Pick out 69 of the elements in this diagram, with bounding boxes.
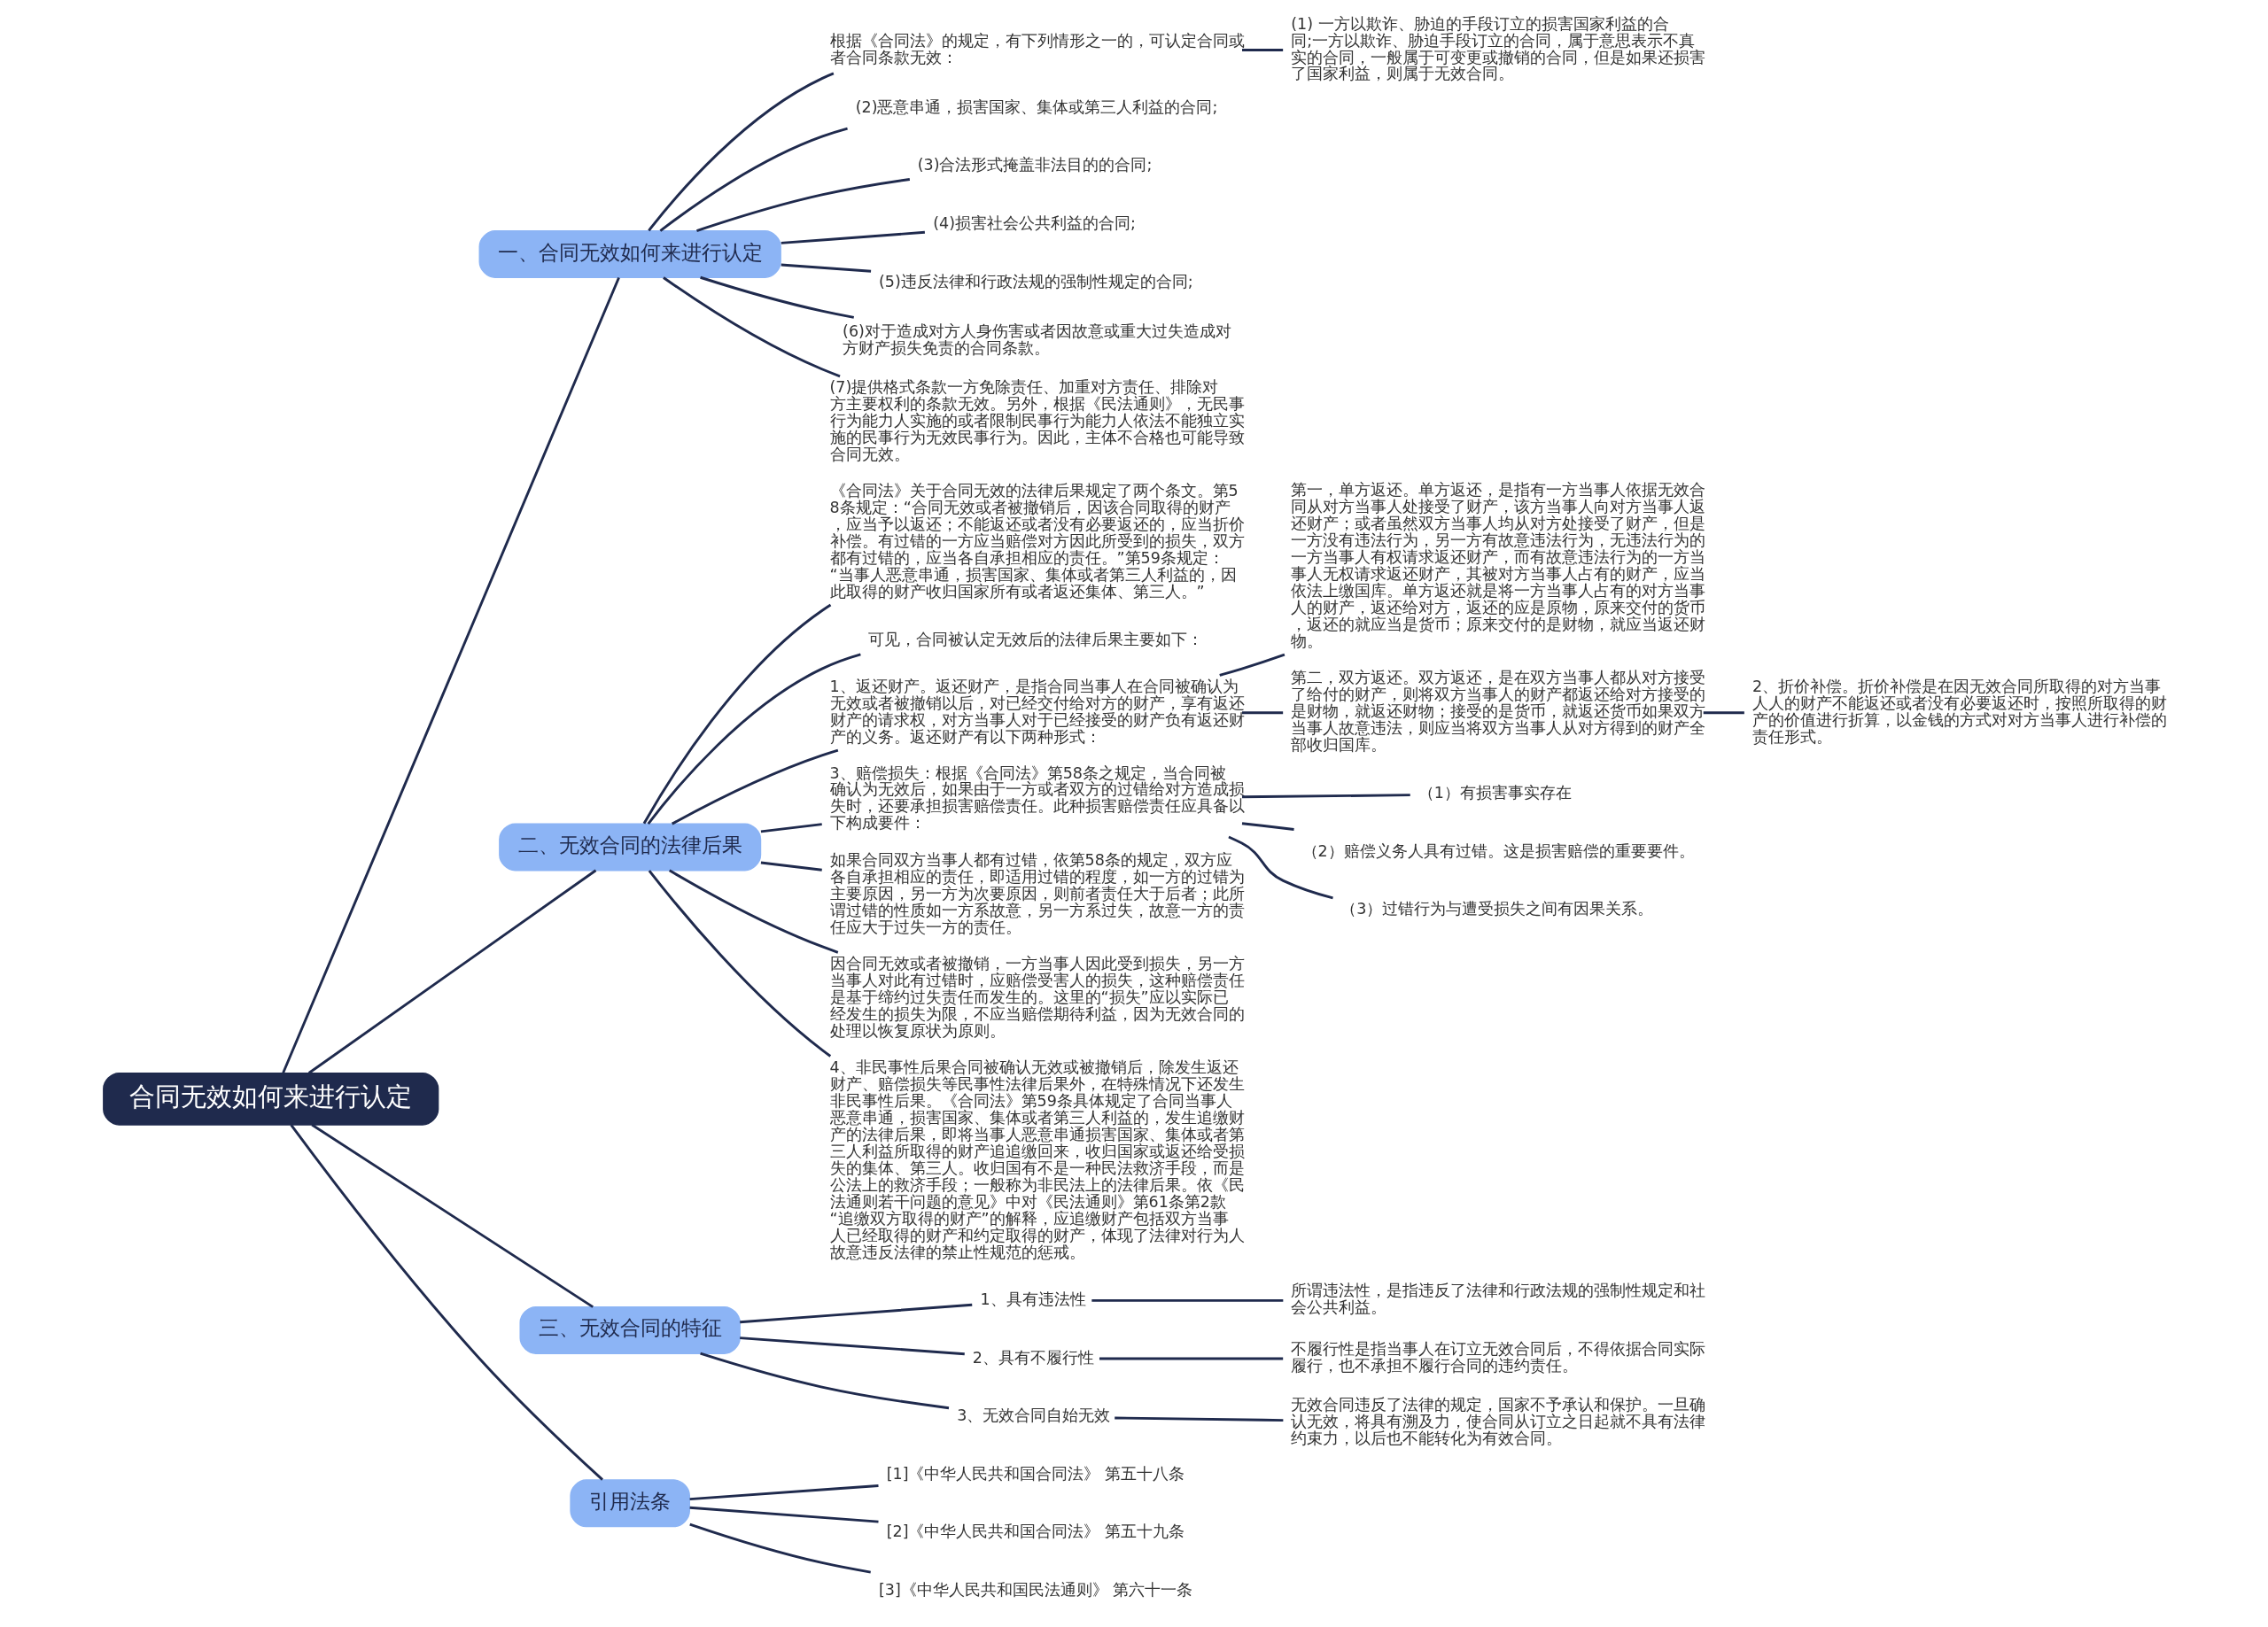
connector [781,263,872,273]
connector [307,869,597,1074]
connector [1242,49,1284,51]
node-text: 1、返还财产。返还财产，是指合同当事人在合同被确认为无效或者被撤销以后，对已经交付给对方的财产，享有返还财产的请求权，对方当事人对于已经接受的财产负有返还财产的义务。返还财产有以下两种形式： [829,677,1245,746]
node-text: (4)损害社会公共利益的合同; [933,213,1136,232]
connector [1091,1298,1284,1302]
node-box: 三、无效合同的特征 [519,1305,741,1354]
node-text: 《合同法》关于合同无效的法律后果规定了两个条文。第58条规定：“合同无效或者被撤销后，因该合同取得的财产，应当予以返还；不能返还或者没有必要返还的，应当折价补偿。有过错的一方应当赔偿对方因此所受到的损失，双方都有过错的，应当各自承担相应的责任。”第59条规定：“当事人恶意串通，损害国家、集体或者第三人利益的，因此取得的财产收归国家所有或者返还集体、第三人。” [829,481,1245,600]
connector [781,230,925,244]
node-text: 无效合同违反了法律的规定，国家不予承认和保护。一旦确认无效，将具有溯及力，使合同从订立之日起就不具有法律约束力，以后也不能转化为有效合同。 [1291,1396,1706,1448]
connector [647,653,861,825]
node-text: 因合同无效或者被撤销，一方当事人因此受到损失，另一方当事人对此有过错时，应赔偿受害人的损失，这种赔偿责任是基于缔约过失责任而发生的。这里的“损失”应以实际已经发生的损失为限，不应当赔偿期待利益，因为无效合同的处理以恢复原状为原则。 [829,954,1245,1040]
connector [689,1484,879,1501]
connector [311,1123,594,1308]
node-text: (5)违反法律和行政法规的强制性规定的合同; [878,272,1193,291]
node-text: (2)恶意串通，损害国家、集体或第三人利益的合同; [855,97,1218,116]
node-text: 所谓违法性，是指违反了法律和行政法规的强制性规定和社会公共利益。 [1291,1282,1706,1317]
node-text: 不履行性是指当事人在订立无效合同后，不得依据合同实际履行，也不承担不履行合同的违约责任。 [1291,1340,1706,1375]
connector [760,823,822,833]
node-text: 2、具有不履行性 [972,1348,1094,1367]
connector [290,1124,603,1481]
connector [648,72,835,232]
connector [668,869,839,954]
node-text: （1）有损害事实存在 [1418,784,1573,802]
node-text: [2]《中华人民共和国合同法》 第五十九条 [886,1522,1185,1541]
node-text: （2）赔偿义务人具有过错。这是损害赔偿的重要要件。 [1301,841,1695,860]
connector [648,870,832,1058]
connector [1242,794,1410,799]
node-box: 合同无效如何来进行认定 [103,1072,439,1126]
node-box: 二、无效合同的法律后果 [499,823,762,872]
connector [1219,653,1285,677]
node-text: [1]《中华人民共和国合同法》 第五十八条 [886,1464,1185,1483]
connector [1241,822,1294,831]
node-text: 根据《合同法》的规定，有下列情形之一的，可认定合同或者合同条款无效： [829,31,1245,66]
node-box: 一、合同无效如何来进行认定 [478,229,781,278]
node-text: 4、非民事性后果合同被确认无效或被撤销后，除发生返还财产、赔偿损失等民事性法律后果外，在特殊情况下还发生非民事性后果。《合同法》第59条具体规定了合同当事人恶意串通，损害国家、集体或者第三人利益的，发生追缴财产的法律后果，即将当事人恶意串通损害国家、集体或者第三人利益所取得的财产追追缴回来，收归国家或返还给受损失的集体、第三人。收归国有不是一种民法救济手段，而是公法上的救济手段；一般称为非民法上的法律后果。依《民法通则若干问题的意见》中对《民法通则》第61条第2款“追缴双方取得的财产”的解释，应追缴财产包括双方当事人已经取得的财产和约定取得的财产，体现了法律对行为人故意违反法律的禁止性规范的惩戒。 [829,1058,1245,1261]
node-text: 3、赔偿损失：根据《合同法》第58条之规定，当合同被确认为无效后，如果由于一方或者双方的过错给对方造成损失时，还要承担损害赔偿责任。此种损害赔偿责任应具备以下构成要件： [829,763,1245,833]
node-text: (3)合法形式掩盖非法目的的合同; [917,156,1153,174]
connector [700,275,854,319]
node-text: (1) 一方以欺诈、胁迫的手段订立的损害国家利益的合同;一方以欺诈、胁迫手段订立的合同，属于意思表示不真实的合同，一般属于可变更或撤销的合同，但是如果还损害了国家利益，则属于无效合同。 [1291,14,1706,83]
node-text: 可见，合同被认定无效后的法律后果主要如下： [868,630,1204,648]
node-text: （3）过错行为与遭受损失之间有因果关系。 [1340,900,1654,918]
connector [1242,711,1284,715]
connector [689,1522,871,1574]
node-text: (6)对于造成对方人身伤害或者因故意或重大过失造成对方财产损失免责的合同条款。 [843,322,1231,357]
connector [642,603,832,825]
node-text: 第一，单方返还。单方返还，是指有一方当事人依据无效合同从对方当事人处接受了财产，该方当事人向对方当事人返还财产；或者虽然双方当事人均从对方处接受了财产，但是一方没有违法行为，另一方有故意违法行为，无违法行为的一方当事人有权请求返还财产，而有故意违法行为的一方当事人无权请求返还财产，其被对方当事人占有的财产，应当依法上缴国库。单方返还就是将一方当事人占有的对方当事人的财产，返还给对方，返还的应是原物，原来交付的货币，返还的就应当是货币；原来交付的是财物，就应当返还财物。 [1291,481,1706,650]
node-text: 1、具有违法性 [980,1290,1086,1308]
connector [689,1506,879,1523]
connector [659,127,848,232]
connector [671,748,839,825]
node-box: 引用法条 [570,1479,690,1528]
node-text: 如果合同双方当事人都有过错，依第58条的规定，双方应各自承担相应的责任，即适用过错的程度，如一方的过错为主要原因，另一方为次要原因，则前者责任大于后者；此所谓过错的性质如一方系故意，另一方系过失，故意一方的责任应大于过失一方的责任。 [829,850,1245,936]
connector [1228,835,1333,900]
connector [760,861,822,872]
connector [1115,1416,1284,1422]
connector [740,1336,965,1356]
connector [282,276,620,1073]
node-text: [3]《中华人民共和国民法通则》 第六十一条 [878,1581,1193,1600]
connector [663,276,841,378]
connector [700,1352,950,1410]
node-text: 2、折价补偿。折价补偿是在因无效合同所取得的对方当事人人的财产不能返还或者没有必要返还时，按照所取得的财产的价值进行折算，以金钱的方式对对方当事人进行补偿的责任形式。 [1751,677,2167,746]
connector [696,178,911,232]
connector [1703,711,1744,715]
connector [1099,1357,1284,1360]
node-text: 第二，双方返还。双方返还，是在双方当事人都从对方接受了给付的财产，则将双方当事人的财产都返还给对方接受的是财物，就返还财物；接受的是货币，就返还货币如果双方当事人故意违法，则应当将双方当事人从对方得到的财产全部收归国库。 [1291,669,1706,755]
node-text: 3、无效合同自始无效 [957,1406,1111,1425]
node-text: (7)提供格式条款一方免除责任、加重对方责任、排除对方主要权利的条款无效。另外，根据《民法通则》，无民事行为能力人实施的或者限制民事行为能力人依法不能独立实施的民事行为无效民事行为。因此，主体不合格也可能导致合同无效。 [829,378,1245,464]
connector [740,1303,973,1324]
